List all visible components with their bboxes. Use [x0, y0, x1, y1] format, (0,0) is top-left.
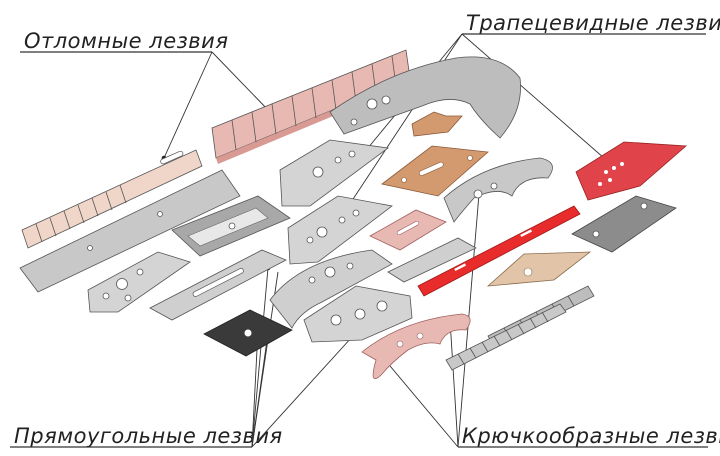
rectangular-blade-slot: [149, 249, 287, 321]
trapezoid-blade-tan: [486, 251, 592, 287]
trapezoid-blade-holes-2: [287, 195, 393, 265]
hook-blade-large-top: [329, 56, 521, 139]
hook-blade-gray-left: [269, 249, 393, 329]
hook-blade-gray-mid: [443, 157, 553, 223]
trapezoid-blade-red-perforated: [575, 141, 687, 201]
label-rectangular-blades: Прямоугольные лезвия: [14, 424, 283, 448]
label-trapezoid-blades: Трапецевидные лезвия: [466, 11, 720, 35]
snap-off-blade-small: [21, 149, 203, 249]
rectangular-blade-copper: [381, 145, 489, 197]
trapezoid-blade-holes-3: [87, 251, 191, 313]
trapezoid-blade-holes-1: [279, 139, 390, 207]
label-snap-off-blades: Отломные лезвия: [24, 29, 228, 53]
trapezoid-blade-copper-small: [411, 111, 463, 137]
label-hook-blades: Крючкообразные лезвия: [462, 424, 720, 448]
snap-off-blade-gray-bottom: [445, 303, 567, 371]
square-blade-black: [203, 309, 293, 357]
razor-blade-double-edge: [171, 195, 291, 257]
rectangular-blade-red-long: [417, 205, 581, 297]
rectangular-blade-dark-gray: [571, 195, 677, 253]
hook-blade-pink-bottom: [361, 313, 471, 379]
rectangular-blade-rounded: [303, 285, 413, 343]
rectangular-blade-thin-gray: [387, 237, 477, 283]
rectangular-blade-long-gray: [19, 169, 241, 293]
rectangular-blade-pink-slot: [369, 209, 447, 251]
